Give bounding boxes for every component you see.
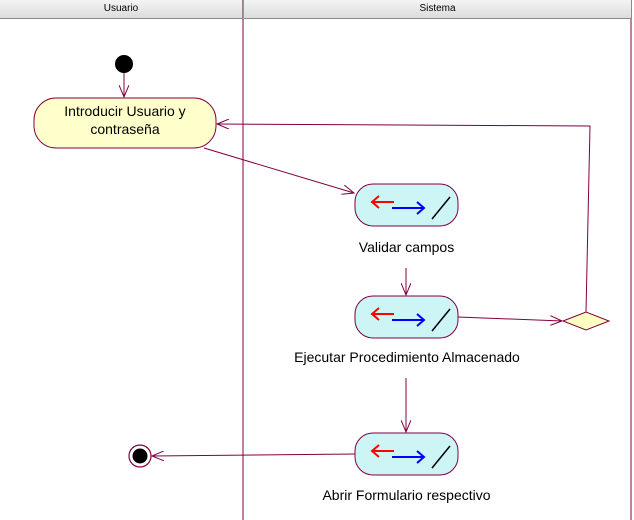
decision-node[interactable] (561, 311, 611, 331)
swimlane-header-usuario: Usuario (0, 0, 243, 19)
activity-introducir-label-line2: contraseña (90, 121, 160, 137)
action-abrir-formulario[interactable] (354, 432, 459, 476)
initial-node[interactable] (115, 55, 133, 73)
flow-introducir-to-validar[interactable] (203, 147, 354, 193)
action-ejecutar-label: Ejecutar Procedimiento Almacenado (294, 349, 520, 365)
exchange-icon (370, 307, 451, 332)
swimlane-header-sistema: Sistema (244, 0, 632, 19)
action-ejecutar-procedimiento[interactable] (354, 295, 459, 339)
exchange-icon (370, 444, 451, 469)
activity-introducir-label-line1: Introducir Usuario y (64, 103, 186, 119)
flow-ejecutar-to-decision[interactable] (457, 317, 562, 321)
action-abrir-label: Abrir Formulario respectivo (322, 487, 491, 503)
action-validar-campos[interactable] (354, 183, 459, 227)
final-node[interactable] (128, 444, 152, 468)
flow-abrir-to-final[interactable] (152, 454, 356, 456)
action-validar-label: Validar campos (358, 239, 455, 255)
exchange-icon (370, 195, 451, 220)
flow-decision-to-introducir[interactable] (217, 124, 591, 313)
